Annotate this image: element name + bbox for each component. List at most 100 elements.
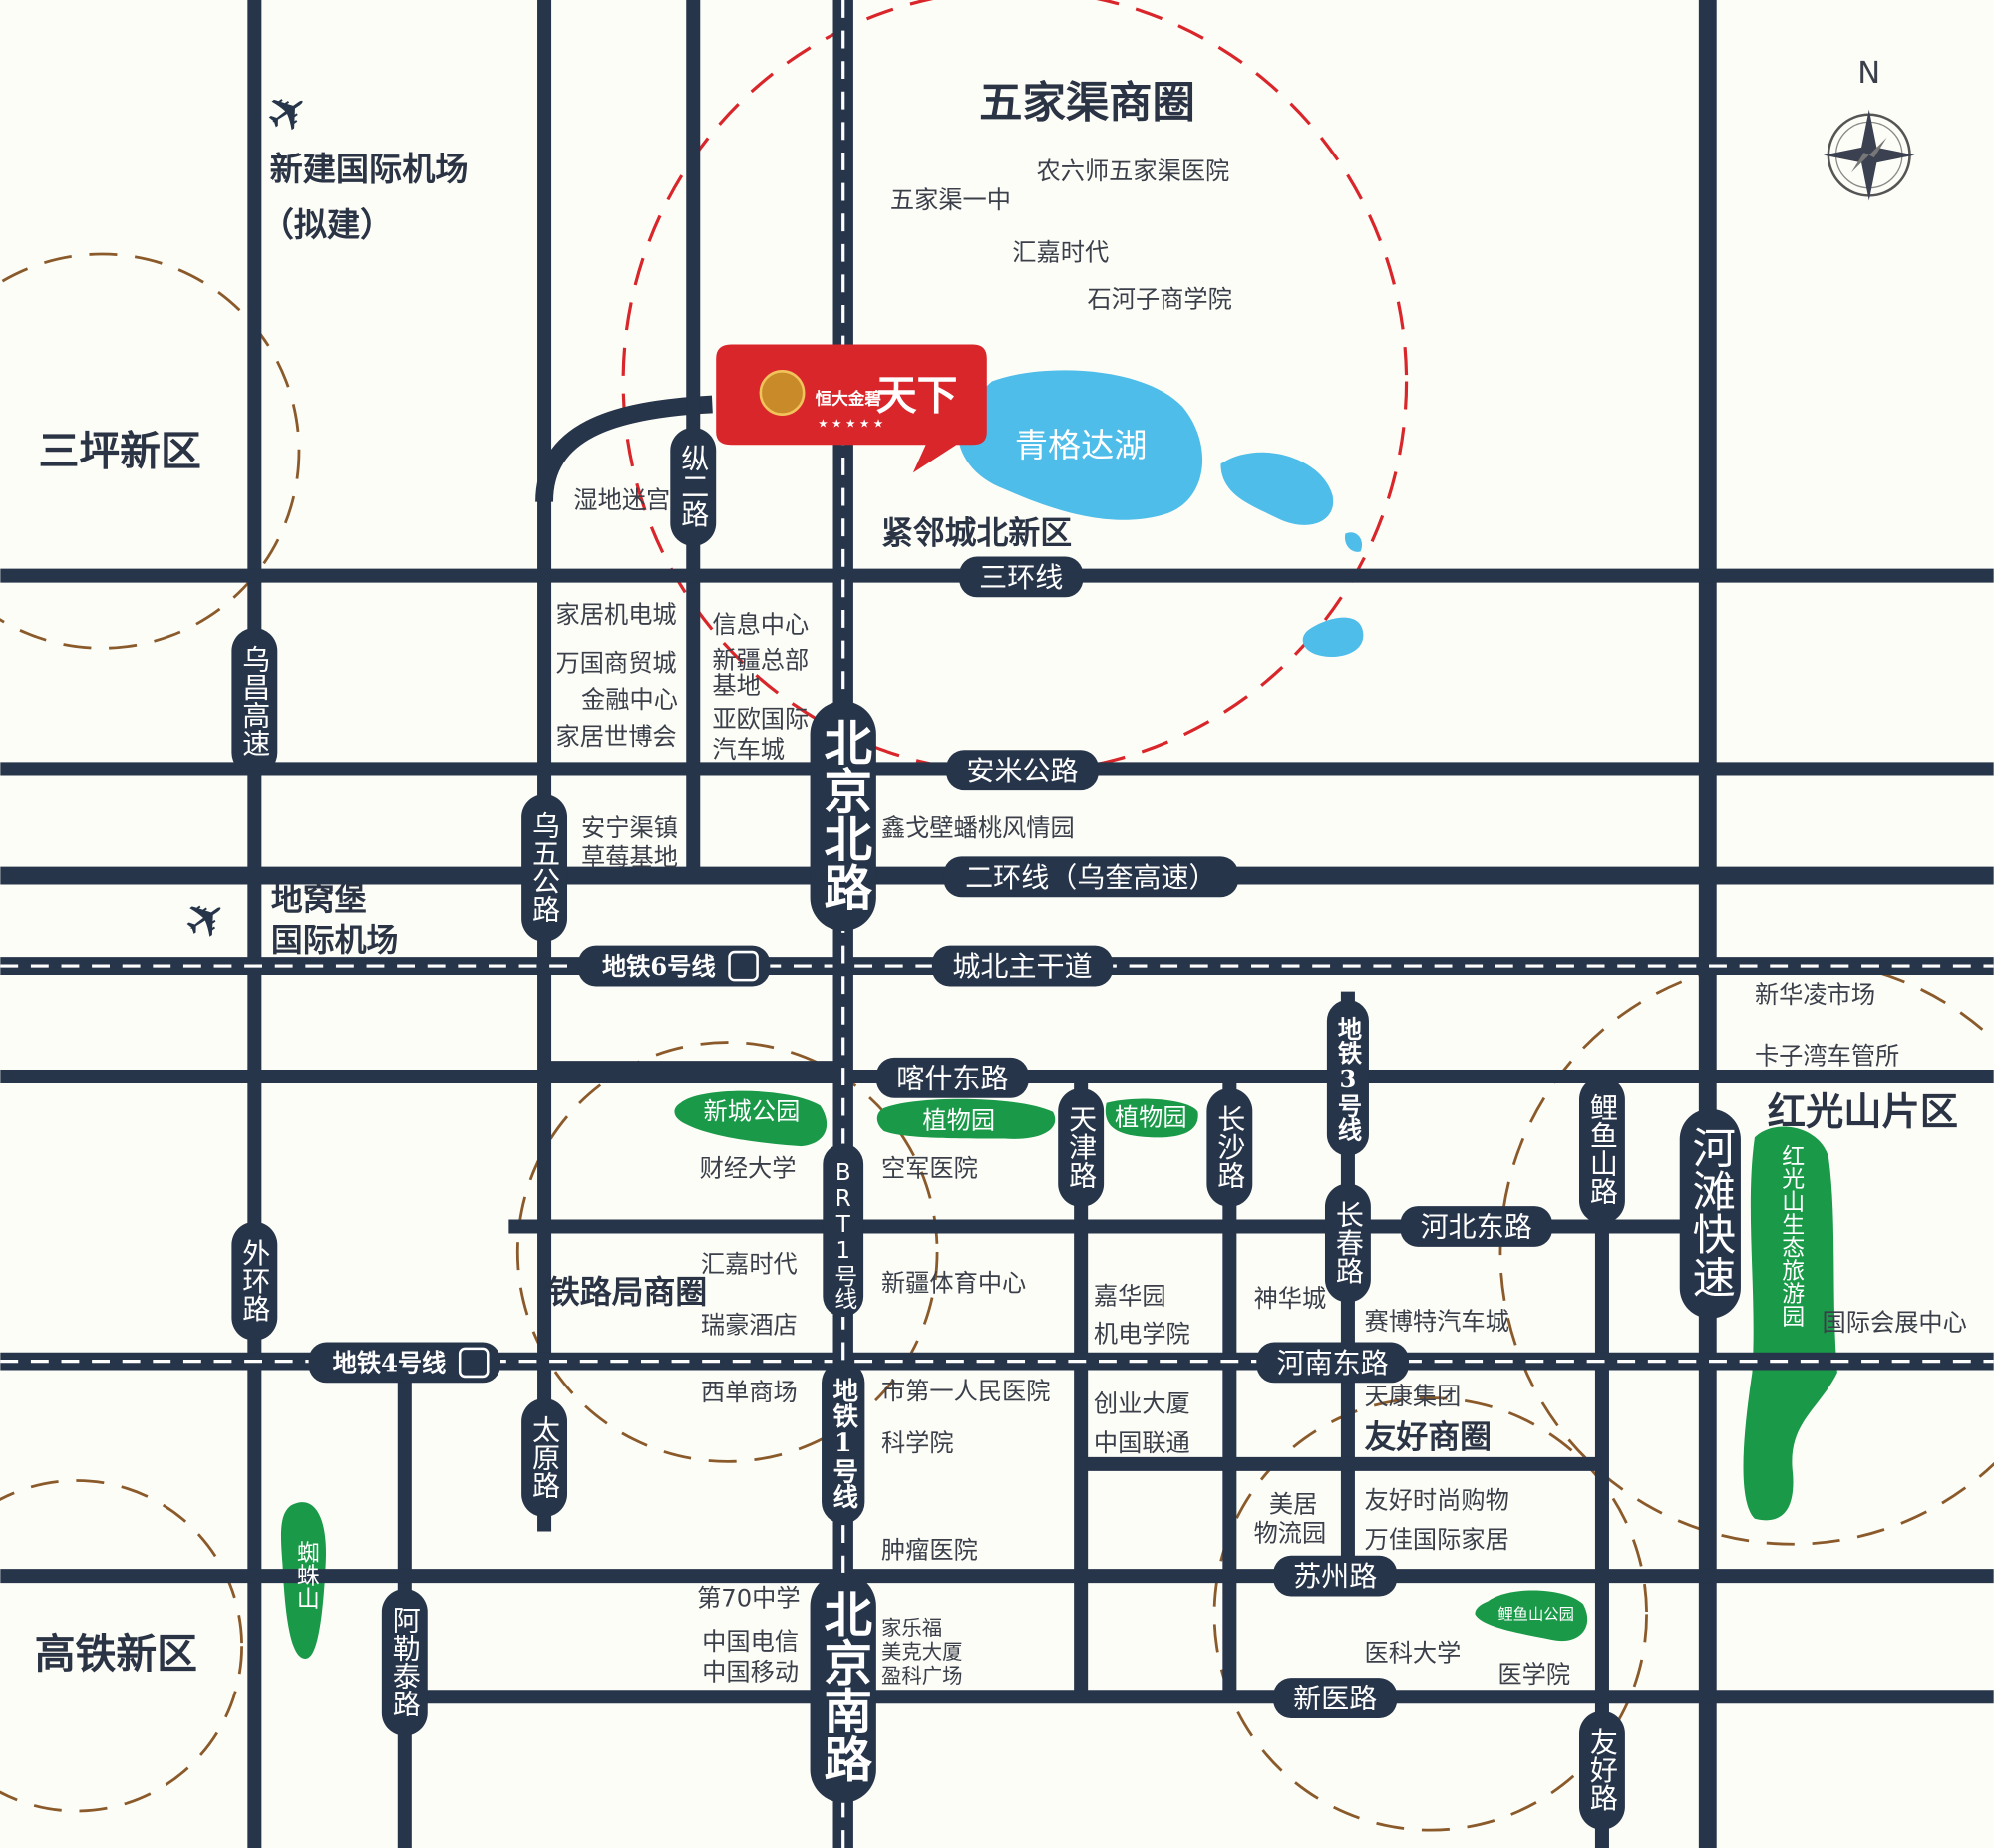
poi-label: 盈科广场 (881, 1664, 963, 1688)
poi-label: 安宁渠镇 (581, 814, 678, 842)
lake-shape (957, 370, 1203, 520)
poi-label: 嘉华园 (1094, 1282, 1166, 1310)
road-label-metro4: 地铁4号线 (333, 1349, 447, 1378)
label-airports-diwopu_2: 国际机场 (271, 921, 398, 959)
road-label-pill (943, 856, 1239, 898)
road-label-metro6: 地铁6号线 (602, 952, 716, 981)
poi-label: 财经大学 (700, 1155, 797, 1183)
road-label-pill (1273, 1678, 1398, 1718)
road-label-pill (1256, 1342, 1409, 1384)
poi-label: 创业大厦 (1094, 1390, 1190, 1418)
road-label-pill (1326, 999, 1369, 1156)
road-label-henan: 河南东路 (1277, 1347, 1389, 1380)
poi-label: 万佳国际家居 (1365, 1526, 1509, 1554)
road-label-beijingnan: 北京南路 (816, 1589, 872, 1782)
road-label-liyushan: 鲤鱼山路 (1585, 1092, 1618, 1205)
road-label-pill (577, 945, 771, 987)
road-label-pill (521, 1398, 568, 1518)
road-label-kashi: 喀什东路 (896, 1062, 1008, 1094)
map-labels: 三环线安米公路二环线（乌奎高速）城北主干道地铁6号线喀什东路河北东路河南东路地铁… (35, 56, 1967, 1830)
road-label-taiyuan: 太原路 (528, 1414, 561, 1498)
road-label-pill (308, 1342, 501, 1384)
label-compass: N (1857, 56, 1880, 91)
poi-label: 赛博特汽车城 (1365, 1308, 1509, 1336)
poi-label: 汽车城 (712, 736, 785, 764)
road-label-metro1: 地铁1号线 (829, 1378, 858, 1509)
lake-label: 青格达湖 (1015, 426, 1148, 464)
poi-label: 空军医院 (881, 1155, 978, 1183)
poi-label: 天康集团 (1365, 1383, 1462, 1410)
road-label-changsha: 长沙路 (1213, 1104, 1246, 1188)
poi-label: 家居机电城 (556, 601, 677, 629)
poi-label: 中国联通 (1094, 1429, 1190, 1457)
project-stars: ★ ★ ★ ★ ★ (818, 416, 883, 430)
poi-label: 中国电信 (702, 1628, 799, 1656)
road-label-pill (1273, 1555, 1398, 1597)
road-label-pill (810, 701, 876, 932)
lake-shape-dot (1344, 532, 1363, 552)
poi-label: 新疆体育中心 (881, 1270, 1026, 1298)
road-label-pill (1679, 1108, 1741, 1319)
road-label-pill (670, 427, 717, 546)
poi-label: 医科大学 (1365, 1640, 1462, 1668)
project-marker[interactable]: 恒大金碧 天下 ★ ★ ★ ★ ★ (716, 344, 987, 473)
lake-shape-small (1220, 452, 1334, 525)
poi-label: 瑞豪酒店 (701, 1312, 798, 1340)
road-label-pill (381, 1589, 428, 1736)
metro-icon (458, 1347, 490, 1379)
road-label-tianjin: 天津路 (1065, 1104, 1098, 1188)
poi-label: 亚欧国际 (712, 705, 809, 733)
road-label-suzhou: 苏州路 (1293, 1560, 1377, 1593)
metro-icon (728, 950, 759, 982)
road-label-erhuan: 二环线（乌奎高速） (965, 861, 1216, 894)
road-label-xinyi: 新医路 (1293, 1683, 1377, 1715)
poi-label: 卡子湾车管所 (1755, 1042, 1899, 1070)
road-label-wuwu: 乌五公路 (528, 810, 561, 923)
road-label-pill (822, 1361, 865, 1524)
poi-label: 国际会展中心 (1823, 1309, 1967, 1337)
hongguang-park-shape (1743, 1126, 1837, 1521)
road-label-pill (931, 945, 1114, 987)
park-label: 新城公园 (703, 1097, 800, 1125)
road-label-waihuan: 外环路 (238, 1238, 271, 1322)
road-label-zonger: 纵二路 (677, 444, 710, 527)
road-label-youhao: 友好路 (1585, 1727, 1618, 1811)
label-airports-new_note: （拟建） (261, 205, 394, 244)
poi-label: 西单商场 (701, 1379, 798, 1406)
label-districts-hongguangshan: 红光山片区 (1768, 1089, 1958, 1134)
road-label-chengbei: 城北主干道 (952, 950, 1092, 983)
road-label-hebei: 河北东路 (1421, 1211, 1532, 1244)
label-districts-chengbei: 紧邻城北新区 (881, 514, 1072, 552)
project-name: 天下 (876, 372, 958, 420)
road-label-pill (1578, 1710, 1625, 1830)
xincheng-park-shape (674, 1090, 828, 1147)
poi-label: 五家渠一中 (890, 186, 1011, 214)
road-label-pill (231, 628, 278, 775)
sanping-zone-circle (0, 252, 301, 650)
poi-label: 基地 (712, 672, 760, 700)
poi-label: 信息中心 (712, 611, 809, 639)
poi-label: 汇嘉时代 (1012, 238, 1109, 266)
poi-label: 家乐福 (881, 1616, 942, 1640)
road-label-metro3: 地铁3号线 (1333, 1017, 1362, 1143)
project-logo-emblem (759, 370, 806, 416)
poi-label: 美克大厦 (881, 1640, 963, 1664)
road-label-pill (1400, 1206, 1553, 1247)
road-label-pill (1578, 1077, 1625, 1224)
airport-plane-icon: ✈ (172, 884, 241, 957)
road-label-changchun: 长春路 (1331, 1200, 1364, 1284)
road-label-wuchang: 乌昌高速 (238, 644, 271, 757)
park-label: 蜘蛛山 (292, 1540, 319, 1609)
park-label: 红光山生态旅游园 (1778, 1144, 1805, 1328)
park-label: 鲤鱼山公园 (1497, 1605, 1573, 1623)
poi-label: 汇嘉时代 (701, 1250, 798, 1278)
label-districts-youhao: 友好商圈 (1365, 1417, 1492, 1455)
zhiwu-park-shape-1 (876, 1098, 1056, 1139)
road-label-pill (1324, 1183, 1371, 1303)
label-districts-sanping: 三坪新区 (39, 428, 201, 475)
road-label-pill (1206, 1087, 1253, 1207)
road-label-pill (810, 1572, 876, 1803)
poi-label: 家居世博会 (556, 723, 677, 751)
poi-label: 医学院 (1497, 1661, 1570, 1689)
